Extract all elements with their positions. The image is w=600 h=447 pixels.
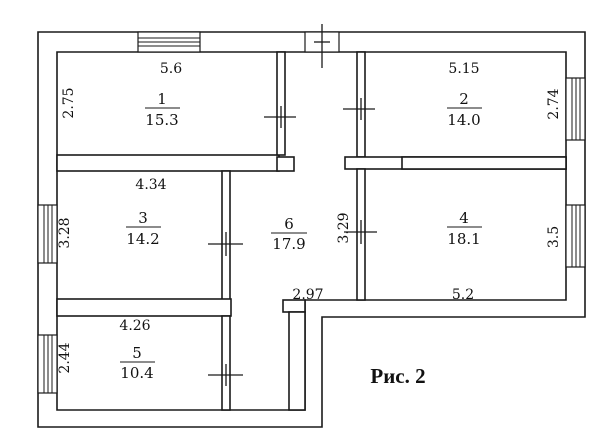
dim-corridor-depth: 3.29: [336, 212, 352, 243]
room-2-label: 2 14.0: [447, 90, 482, 129]
window-room2: [565, 77, 586, 141]
dim-room4-width: 5.2: [452, 287, 474, 303]
door-room3: [208, 232, 243, 256]
figure-caption: Рис. 2: [370, 364, 425, 388]
door-marks: [208, 98, 377, 386]
room-3-label: 3 14.2: [126, 209, 161, 248]
room-2-number: 2: [459, 90, 469, 108]
dim-room2-depth: 2.74: [546, 88, 562, 119]
room-5-area: 10.4: [120, 364, 153, 382]
dim-room4-depth: 3.5: [546, 226, 562, 248]
window-room4: [565, 204, 586, 268]
room-3-number: 3: [138, 209, 148, 227]
room-6-area: 17.9: [272, 235, 305, 253]
dim-room2-width: 5.15: [448, 61, 479, 77]
window-room5: [37, 334, 58, 394]
dim-room3-depth: 3.28: [57, 217, 73, 248]
room-1-area: 15.3: [145, 111, 178, 129]
dim-room1-width: 5.6: [160, 61, 182, 77]
dimension-labels: 5.6 2.75 5.15 2.74 4.34 3.28 5.2 3.5 4.2…: [57, 61, 562, 374]
door-room4: [344, 220, 377, 244]
room-6-label: 6 17.9: [271, 215, 307, 253]
window-room3: [37, 204, 58, 264]
door-room1: [264, 106, 296, 128]
room-1-label: 1 15.3: [145, 90, 180, 129]
room-6-number: 6: [284, 215, 294, 233]
room-4-label: 4 18.1: [447, 209, 482, 248]
windows: [37, 31, 586, 394]
door-room5: [208, 364, 243, 386]
room-3-area: 14.2: [126, 230, 159, 248]
room-5-label: 5 10.4: [120, 344, 155, 382]
dim-room5-depth: 2.44: [57, 342, 73, 373]
dim-room3-width: 4.34: [135, 177, 166, 193]
room-4-number: 4: [459, 209, 469, 227]
room-2-area: 14.0: [447, 111, 480, 129]
room-1-number: 1: [157, 90, 167, 108]
dim-room1-depth: 2.75: [61, 87, 77, 118]
interior-walls: [56, 51, 567, 411]
window-room1: [137, 31, 201, 53]
entrance-door: [304, 24, 340, 68]
door-room2: [343, 98, 375, 120]
dim-corridor-width: 2.97: [292, 287, 323, 303]
room-5-number: 5: [132, 344, 142, 362]
dim-room5-width: 4.26: [119, 318, 150, 334]
room-4-area: 18.1: [447, 230, 480, 248]
